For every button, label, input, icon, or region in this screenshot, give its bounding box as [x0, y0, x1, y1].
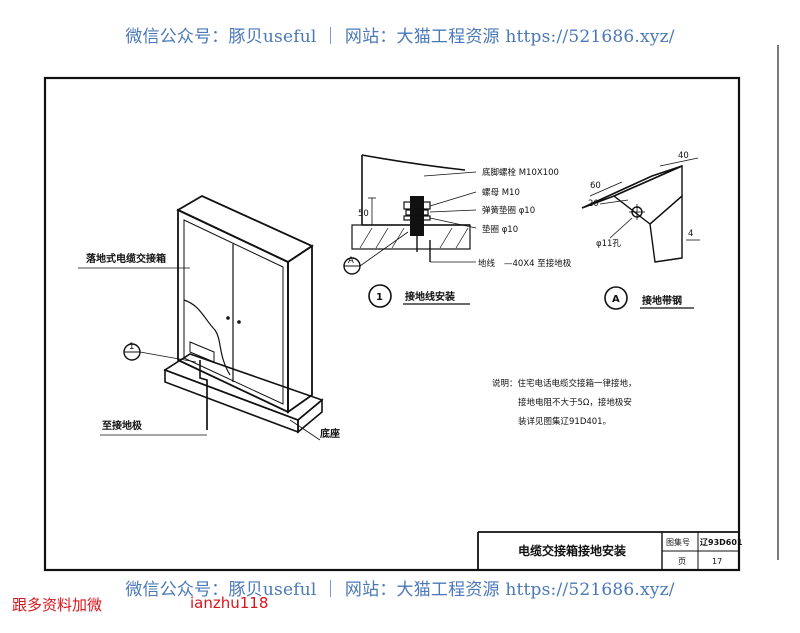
detail1-callout-number: 1 [376, 292, 383, 303]
cabinet-label: 落地式电缆交接箱 [86, 252, 166, 265]
watermark-top: 微信公众号：豚贝useful ｜ 网站：大猫工程资源 https://52168… [125, 27, 675, 47]
page-label: 页 [678, 557, 686, 566]
watermark-bottom: 微信公众号：豚贝useful ｜ 网站：大猫工程资源 https://52168… [125, 580, 675, 600]
detail1-item-3: 弹簧垫圈 φ10 [482, 205, 535, 216]
detail1-flat-steel: —40X4 至接地极 [504, 258, 572, 269]
base-label: 底座 [320, 427, 340, 440]
detail1-ground-wire: 地线 [478, 258, 496, 269]
detailA-dim-60: 60 [590, 181, 601, 191]
detail-A-drawing [581, 157, 700, 310]
detail-1-drawing [343, 154, 477, 308]
detailA-dim-20: 20 [588, 199, 599, 209]
page-value: 17 [712, 557, 722, 566]
detail1-item-1: 底脚螺栓 M10X100 [482, 167, 559, 178]
ground-pole-label: 至接地极 [102, 419, 143, 432]
detailA-dim-40: 40 [678, 151, 689, 161]
detail1-dim-50: 50 [358, 209, 369, 219]
atlas-value: 辽93D601 [700, 537, 743, 547]
sheet-border [43, 76, 741, 572]
note-line-1: 说明：住宅电话电缆交接箱一律接地， [492, 378, 637, 389]
note-line-3: 装详见图集辽91D401。 [518, 416, 611, 427]
detail1-item-2: 螺母 M10 [482, 187, 520, 198]
detailA-callout-letter: A [612, 294, 620, 305]
callout-1-text: 1 [129, 342, 134, 352]
note-line-2: 接地电阻不大于5Ω，接地极安 [518, 397, 632, 408]
detail1-item-4: 垫圈 φ10 [482, 224, 518, 235]
callout-A-text: A [348, 256, 354, 266]
detailA-title: 接地带钢 [642, 294, 682, 307]
promo-text-right: ianzhu118 [190, 594, 269, 612]
promo-text-left: 跟多资料加微 [12, 596, 103, 614]
title-block-title: 电缆交接箱接地安装 [518, 543, 626, 558]
atlas-label: 图集号 [666, 537, 690, 547]
title-block [477, 531, 739, 570]
detail1-title: 接地线安装 [405, 290, 455, 303]
detailA-dim-4: 4 [688, 229, 693, 239]
detailA-hole: φ11孔 [596, 239, 621, 249]
cabinet-drawing [78, 194, 324, 441]
